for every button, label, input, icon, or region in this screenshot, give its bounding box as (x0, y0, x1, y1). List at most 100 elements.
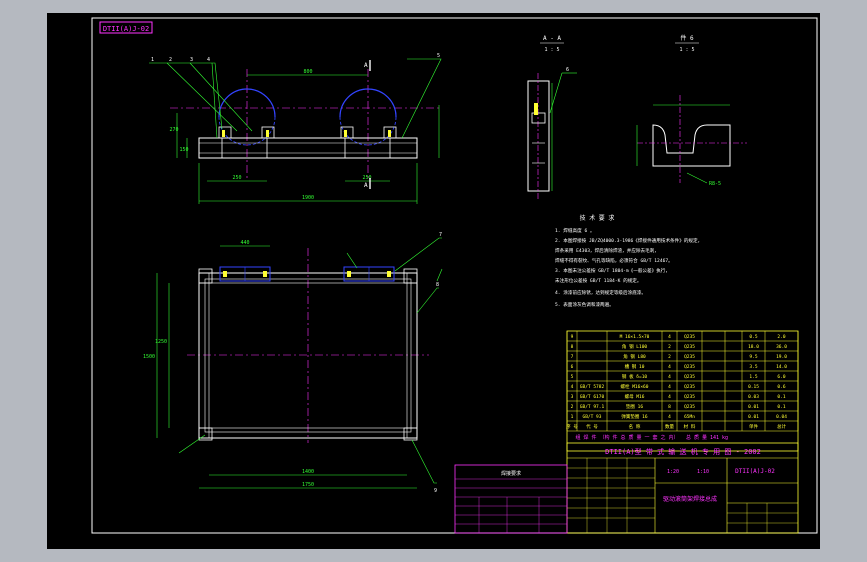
bom-cell: 1 (571, 414, 574, 420)
svg-text:1: 1 (151, 57, 154, 63)
svg-text:150: 150 (179, 147, 188, 153)
svg-text:1. 焊缝高度 6 。: 1. 焊缝高度 6 。 (555, 227, 595, 234)
svg-text:5. 表面涂灰色调和漆两遍。: 5. 表面涂灰色调和漆两遍。 (555, 301, 614, 308)
bom-cell: 钢 板 δ=10 (622, 373, 648, 380)
bom-cell: M 16×1.5×70 (620, 334, 650, 340)
svg-text:440: 440 (240, 240, 249, 246)
bom-cell: 名 称 (629, 423, 641, 430)
bom-cell: 4 (668, 394, 671, 400)
bom-cell: 0.01 (748, 414, 759, 420)
bom-cell: 螺母 M16 (625, 393, 645, 400)
svg-text:A: A (364, 182, 368, 189)
svg-text:800: 800 (303, 69, 312, 75)
svg-text:驱动滚筒架焊接总成: 驱动滚筒架焊接总成 (663, 495, 717, 503)
bom-cell: 序 号 (566, 423, 578, 430)
bom-cell: 8 (668, 404, 671, 410)
bom-cell: Q235 (684, 384, 695, 390)
svg-text:8: 8 (436, 282, 439, 288)
plan-view: 440 1400 1750 1500 1250 7 8 9 (143, 232, 443, 494)
bom-cell: 65Mn (684, 414, 695, 420)
svg-text:DTII(A)型 带 式 输 送 机 专 用 图 - 200: DTII(A)型 带 式 输 送 机 专 用 图 - 2002 (605, 447, 761, 456)
bom-cell: 6.0 (777, 374, 785, 380)
bom-cell: 4 (668, 384, 671, 390)
section-aa-view: A - A 1 : 5 6 (527, 35, 577, 199)
svg-text:6: 6 (566, 67, 569, 73)
bom-cell: 0.03 (748, 394, 759, 400)
svg-text:焊缝不得有裂纹、气孔等缺陷，必须符合 GB/T 12467。: 焊缝不得有裂纹、气孔等缺陷，必须符合 GB/T 12467。 (555, 257, 673, 264)
svg-text:9: 9 (434, 488, 437, 494)
cad-drawing: DTII(A)J-02 (91, 17, 818, 534)
svg-text:2. 本图焊接按 JB/ZQ4000.3-1986《焊接件通: 2. 本图焊接按 JB/ZQ4000.3-1986《焊接件通用技术条件》的规定， (555, 237, 702, 244)
bom-cell: 0.1 (777, 394, 785, 400)
bom-cell: 弹簧垫圈 16 (621, 413, 647, 420)
svg-text:1:10: 1:10 (697, 469, 709, 475)
bom-cell: 单件 (749, 423, 758, 430)
bom-cell: 36.0 (776, 344, 787, 350)
svg-text:技 术 要 求: 技 术 要 求 (580, 214, 615, 222)
bom-cell: Q235 (684, 394, 695, 400)
bom-cell: 4 (668, 374, 671, 380)
code-box (99, 21, 153, 34)
bom-cell: 3 (571, 394, 574, 400)
bom-cell: 14.0 (776, 364, 787, 370)
weld-table: 焊接要求 (454, 464, 568, 534)
svg-text:1:20: 1:20 (667, 469, 679, 475)
bom-cell: GB/T 5782 (580, 384, 605, 390)
front-view: 800 1900 250 250 270 150 1 2 3 4 5 A A (149, 53, 442, 204)
bom-cell: 总计 (777, 423, 786, 430)
drawing-viewport[interactable]: DTII(A)J-02 (47, 13, 820, 549)
bom-cell: 2 (571, 404, 574, 410)
bom-cell: 18.0 (748, 344, 759, 350)
bom-cell: 0.01 (748, 404, 759, 410)
bom-cell: Q235 (684, 344, 695, 350)
svg-text:1750: 1750 (302, 482, 314, 488)
svg-text:组 焊 件 （构 件 总 质 量 一 套 之 内）: 组 焊 件 （构 件 总 质 量 一 套 之 内） (575, 434, 678, 441)
bom-cell: 角 钢 L100 (622, 343, 648, 350)
bom-cell: 4 (571, 384, 574, 390)
bom-cell: 0.6 (777, 384, 785, 390)
bom-cell: 0.15 (748, 384, 759, 390)
svg-text:1900: 1900 (302, 195, 314, 201)
svg-text:未注形位公差按 GB/T 1184-K 的规定。: 未注形位公差按 GB/T 1184-K 的规定。 (555, 277, 642, 284)
svg-text:2: 2 (169, 57, 172, 63)
svg-text:3. 本图未注公差按 GB/T 1804-m《一般公差》执行: 3. 本图未注公差按 GB/T 1804-m《一般公差》执行， (555, 267, 670, 274)
title-block: DTII(A)型 带 式 输 送 机 专 用 图 - 2002 1:20 1:1… (566, 442, 799, 534)
bom-cell: 1.5 (749, 374, 757, 380)
bom-cell: 8 (571, 344, 574, 350)
bom-cell: 代 号 (586, 423, 598, 430)
drawing-border (91, 17, 818, 534)
svg-text:总 质 量 141 kg: 总 质 量 141 kg (686, 434, 728, 441)
svg-text:3: 3 (190, 57, 193, 63)
bom-cell: 2 (668, 354, 671, 360)
svg-text:1250: 1250 (155, 339, 167, 345)
bom-cell: 4 (668, 414, 671, 420)
svg-text:R8-5: R8-5 (709, 181, 721, 187)
code-box-label: DTII(A)J-02 (103, 25, 149, 33)
svg-text:焊条采用 E4303，焊后清除焊渣，并应除去毛刺，: 焊条采用 E4303，焊后清除焊渣，并应除去毛刺， (555, 247, 659, 254)
bom-cell: Q235 (684, 334, 695, 340)
bom-cell: GB/T 97.1 (580, 404, 605, 410)
svg-text:250: 250 (362, 175, 371, 181)
bom-cell: 7 (571, 354, 574, 360)
bom-cell: 2 (668, 344, 671, 350)
svg-text:1 : 5: 1 : 5 (544, 47, 559, 53)
bom-cell: 0.1 (777, 404, 785, 410)
bom-cell: 角 钢 L80 (623, 353, 646, 360)
svg-text:A: A (364, 62, 368, 69)
bom-cell: 9.5 (749, 354, 757, 360)
svg-text:DTII(A)J-02: DTII(A)J-02 (735, 468, 775, 475)
bom-cell: 3.5 (749, 364, 757, 370)
bom-cell: 材 料 (684, 423, 696, 430)
bom-cell: 5 (571, 374, 574, 380)
bom-cell: 4 (668, 364, 671, 370)
svg-text:1500: 1500 (143, 354, 155, 360)
bom-cell: 4 (668, 334, 671, 340)
bom-cell: 0.5 (749, 334, 757, 340)
svg-text:7: 7 (439, 232, 442, 238)
bom-cell: 槽 钢 10 (625, 363, 645, 370)
bom-cell: GB/T 93 (583, 414, 602, 420)
svg-text:件 6: 件 6 (680, 34, 694, 42)
bom-cell: 数量 (665, 423, 674, 430)
bom-cell: Q235 (684, 364, 695, 370)
tech-requirements: 技 术 要 求 1. 焊缝高度 6 。 2. 本图焊接按 JB/ZQ4000.3… (555, 214, 702, 308)
